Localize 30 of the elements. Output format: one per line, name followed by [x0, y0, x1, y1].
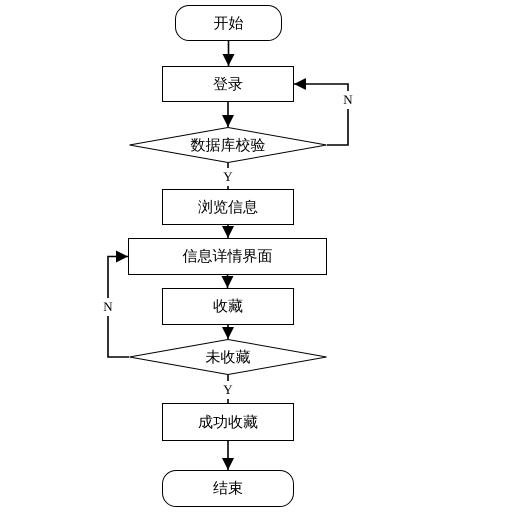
arrow [222, 102, 234, 127]
edge-label: N [101, 298, 115, 316]
process-box [162, 66, 294, 102]
node-label: 登录 [213, 74, 243, 94]
process-box [162, 403, 294, 441]
node-label: 开始 [214, 14, 244, 32]
arrow [222, 275, 234, 288]
arrow [294, 78, 349, 146]
node-label: 浏览信息 [198, 198, 258, 216]
process-box [162, 288, 294, 325]
decision-diamond [129, 339, 327, 375]
terminal-box [175, 5, 282, 41]
arrow [222, 325, 234, 339]
arrow [222, 225, 234, 238]
decision-diamond [129, 127, 327, 163]
node-label: 未收藏 [206, 348, 250, 366]
node-label: 成功收藏 [198, 412, 258, 432]
process-box [128, 238, 327, 275]
edge-label: N [341, 91, 355, 109]
node-label: 收藏 [213, 297, 243, 316]
edge-label: Y [221, 168, 235, 186]
node-label: 结束 [213, 479, 243, 498]
terminal-box [162, 470, 294, 507]
arrow [107, 250, 129, 358]
node-label: 数据库校验 [190, 136, 266, 154]
node-label: 信息详情界面 [182, 247, 272, 266]
process-box [162, 189, 294, 225]
edge-label: Y [221, 381, 235, 399]
arrow [222, 441, 234, 470]
arrow [222, 41, 234, 66]
